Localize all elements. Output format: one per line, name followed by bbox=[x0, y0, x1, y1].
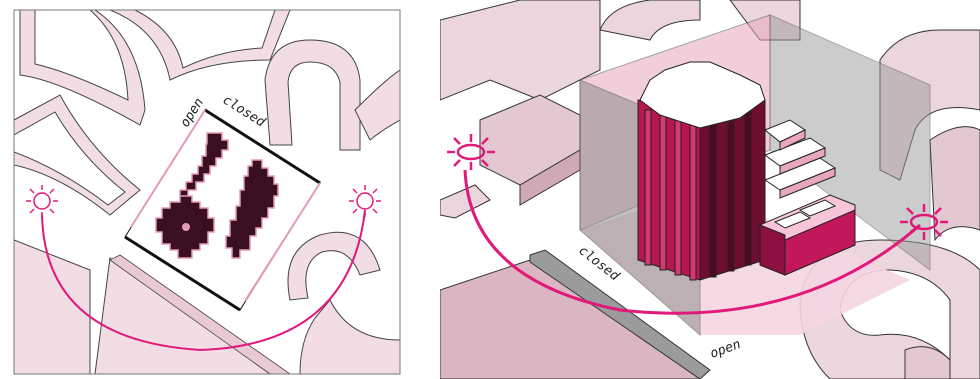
plan-tower-center-dot bbox=[182, 223, 190, 231]
axo-tower bbox=[638, 62, 765, 280]
